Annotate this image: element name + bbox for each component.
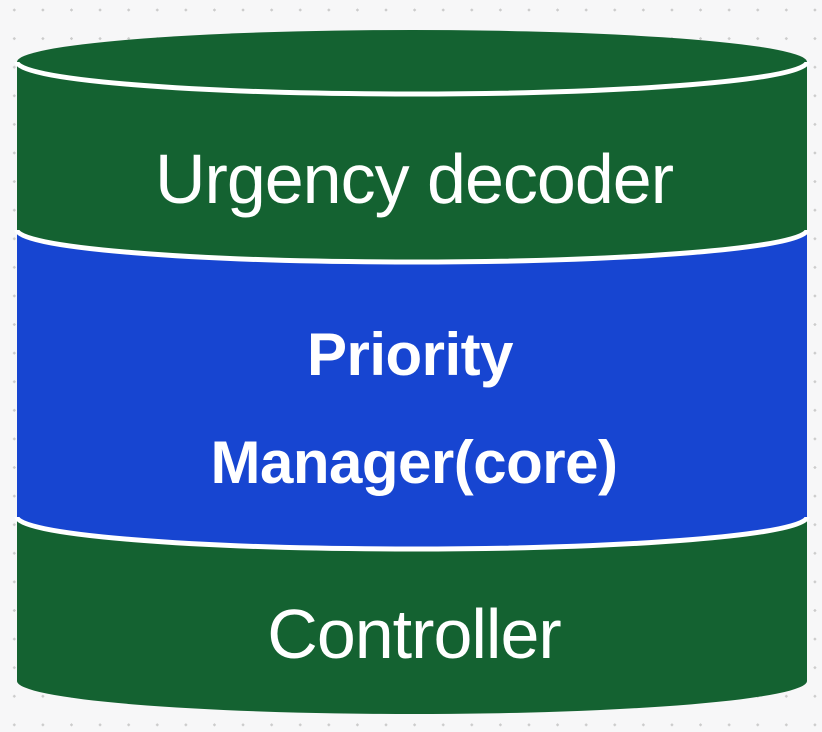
urgency-decoder-label: Urgency decoder (155, 140, 674, 218)
cylinder-lid (17, 30, 807, 94)
controller-label: Controller (267, 595, 561, 673)
priority-label-line1: Priority (307, 321, 514, 388)
section-body-controller (17, 517, 807, 714)
divider-urgency-priority (14, 229, 810, 265)
section-body-priority-manager (17, 230, 807, 549)
divider-lid-arc (14, 61, 810, 97)
priority-label-line2: Manager(core) (211, 429, 618, 496)
divider-priority-controller (14, 516, 810, 552)
section-body-urgency-decoder (17, 62, 807, 262)
